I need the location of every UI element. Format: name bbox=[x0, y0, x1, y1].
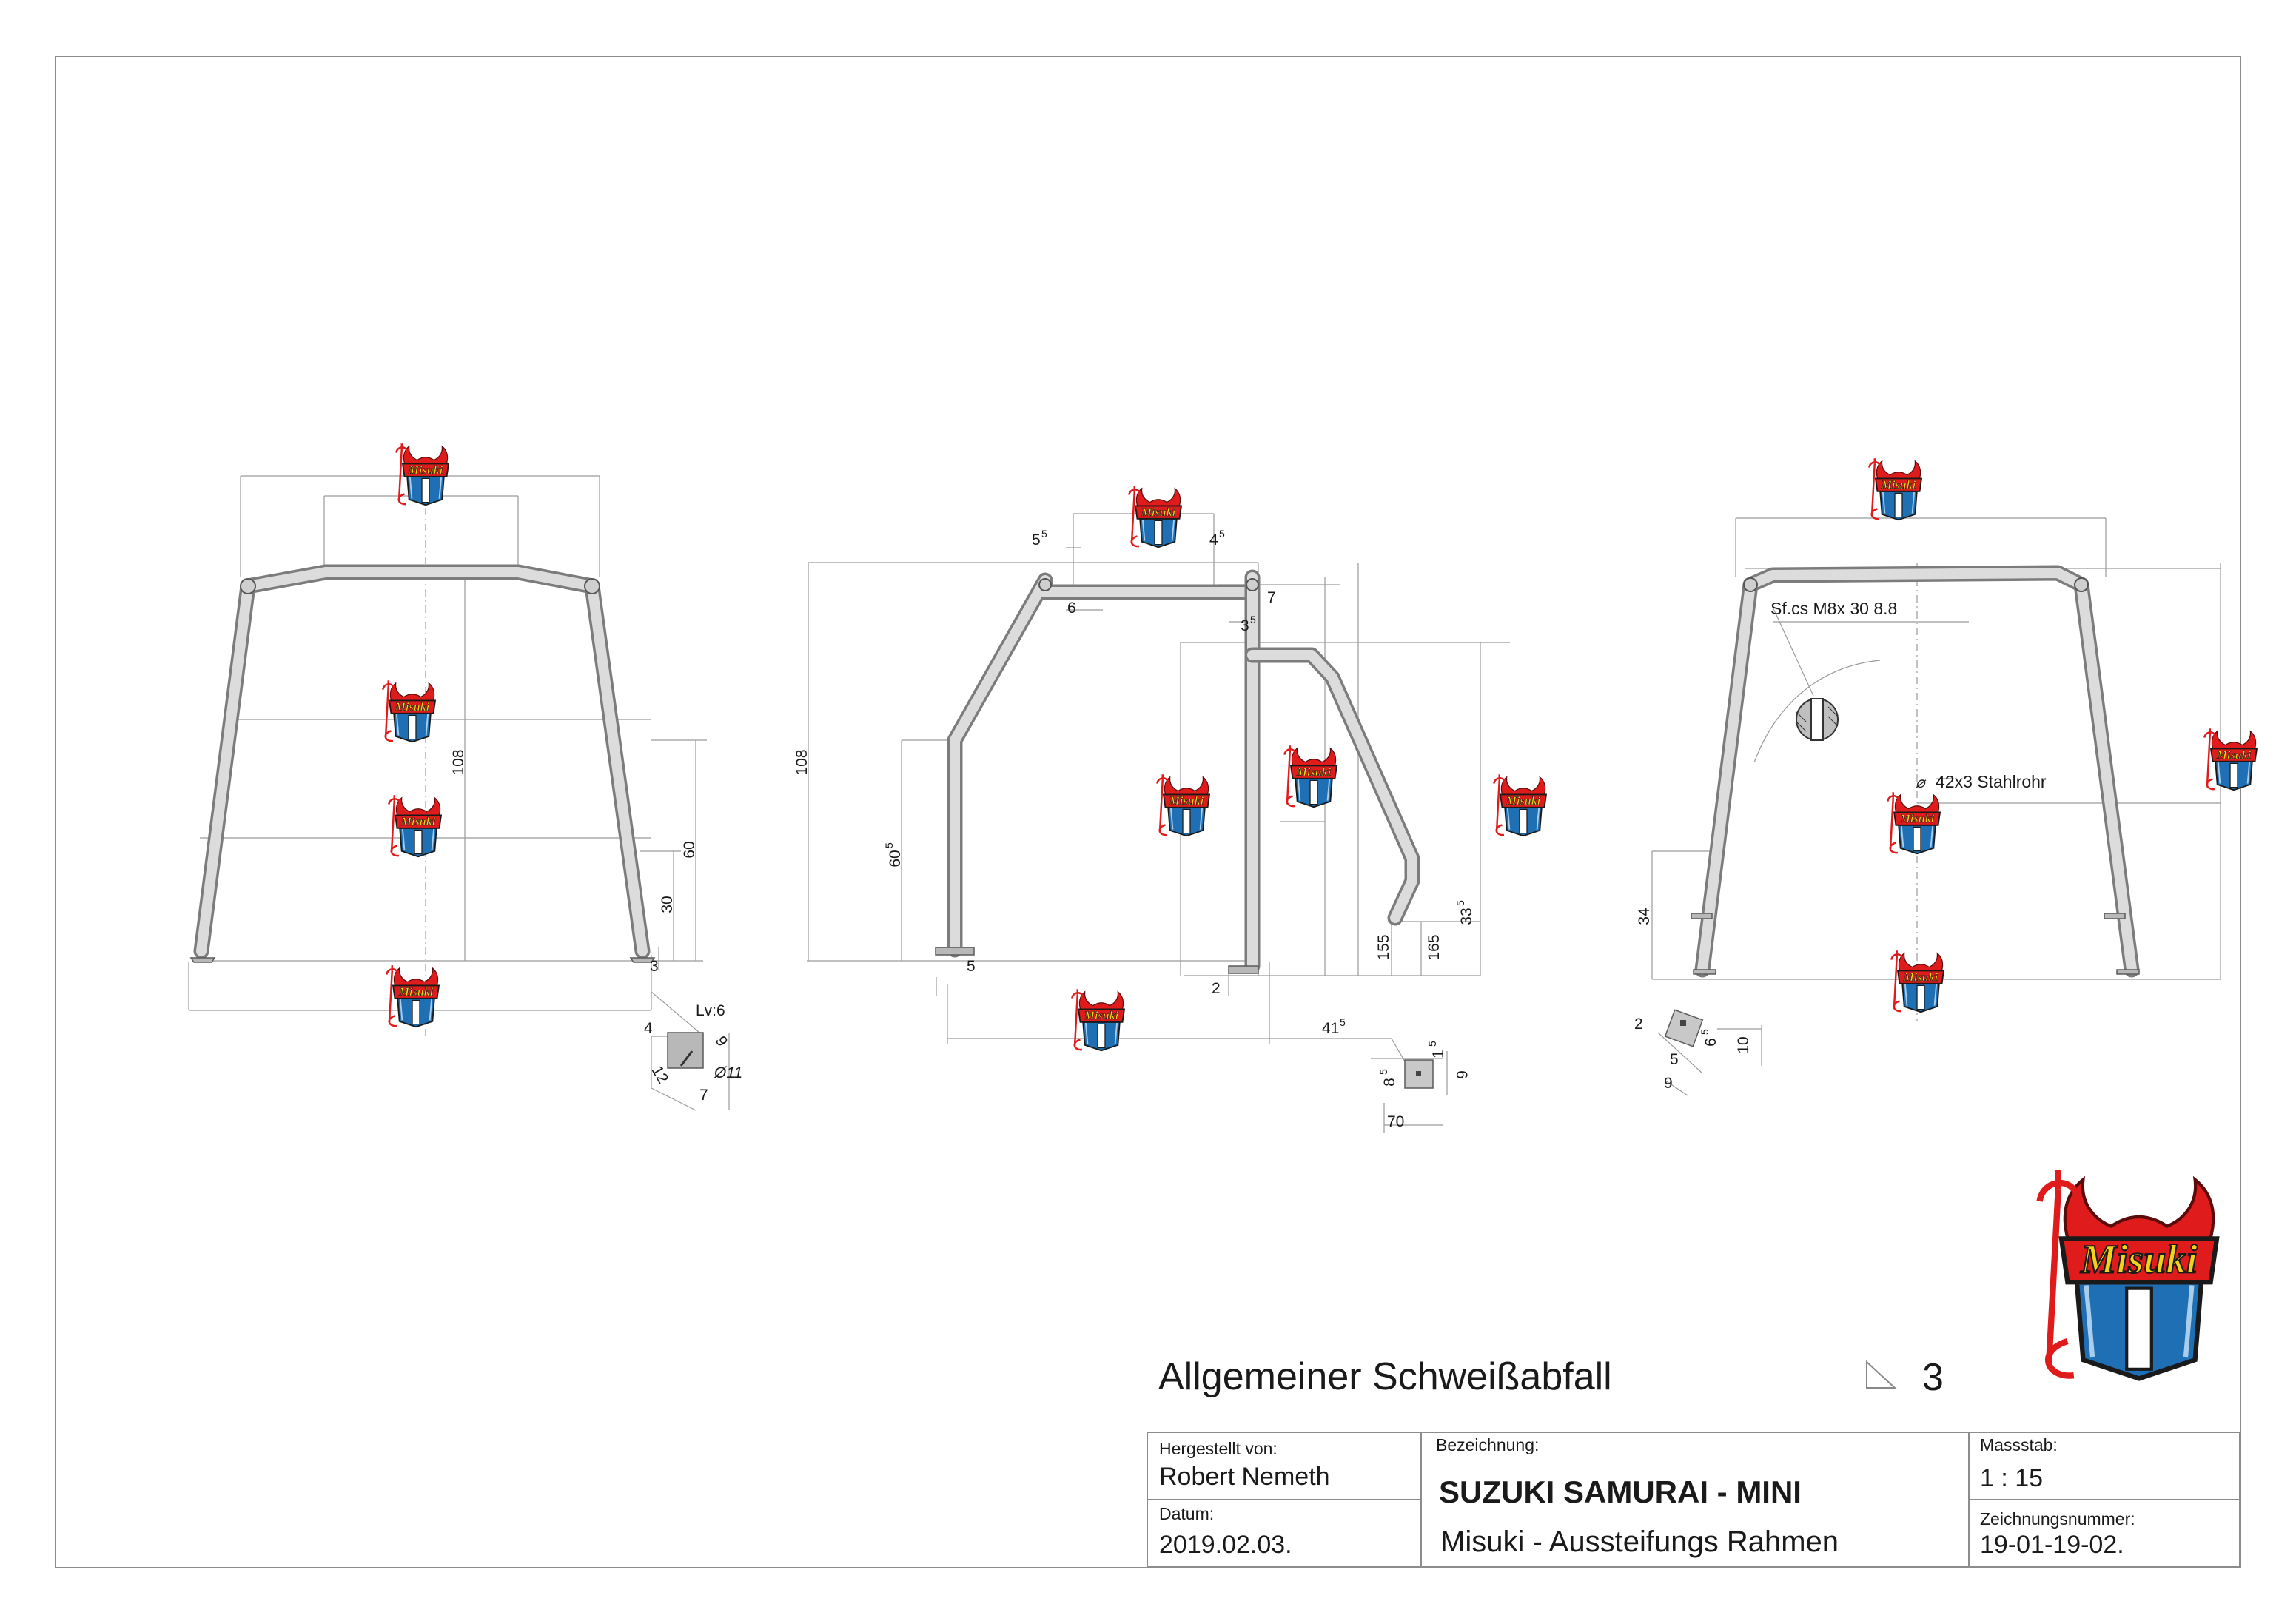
misuki-logo bbox=[2203, 727, 2258, 791]
rear-detail-5: 5 bbox=[1670, 1051, 1679, 1068]
svg-text:33: 33 bbox=[1458, 907, 1475, 925]
rear-detail-plate: 2 5 6 5 10 9 bbox=[1634, 1009, 1762, 1096]
title-block: Hergestellt von: Robert Nemeth Datum: 20… bbox=[1147, 1432, 2240, 1568]
side-dim-5-5: 5 5 bbox=[1032, 528, 1047, 548]
watermark-logos bbox=[382, 442, 2258, 1052]
misuki-logo bbox=[1156, 773, 1211, 837]
misuki-logo bbox=[1128, 484, 1183, 548]
misuki-logo bbox=[1868, 457, 1923, 521]
misuki-logo bbox=[382, 679, 437, 743]
svg-text:5: 5 bbox=[1250, 614, 1256, 625]
svg-text:5: 5 bbox=[1340, 1016, 1346, 1028]
svg-text:6: 6 bbox=[1702, 1038, 1719, 1047]
weld-symbol: 3 bbox=[1866, 1356, 1944, 1399]
dim-3: 3 bbox=[650, 958, 659, 975]
screw-section bbox=[1753, 606, 1881, 763]
made-by-value: Robert Nemeth bbox=[1159, 1463, 1330, 1491]
svg-text:5: 5 bbox=[1699, 1029, 1711, 1035]
misuki-logo bbox=[1493, 773, 1548, 837]
dim-108: 108 bbox=[450, 749, 467, 775]
drawing-number-value: 19-01-19-02. bbox=[1980, 1531, 2124, 1559]
misuki-logo bbox=[1887, 791, 1941, 855]
svg-text:5: 5 bbox=[1426, 1041, 1438, 1047]
made-by-label: Hergestellt von: bbox=[1159, 1439, 1278, 1458]
dim-9: 9 bbox=[712, 1033, 731, 1050]
designation-label: Bezeichnung: bbox=[1436, 1435, 1539, 1454]
svg-text:4: 4 bbox=[1209, 531, 1218, 548]
drawing-title: Allgemeiner Schweißabfall bbox=[1158, 1355, 1612, 1398]
side-dim-41-5: 41 5 bbox=[1322, 1016, 1346, 1037]
side-dim-4-5: 4 5 bbox=[1209, 528, 1225, 548]
designation-sub: Misuki - Aussteifungs Rahmen bbox=[1440, 1526, 1839, 1558]
side-detail-6: 6 bbox=[1453, 1070, 1470, 1079]
dim-diameter-11: Ø11 bbox=[714, 1064, 742, 1081]
svg-text:5: 5 bbox=[1032, 531, 1041, 548]
svg-text:41: 41 bbox=[1322, 1020, 1339, 1037]
svg-text:8: 8 bbox=[1381, 1078, 1398, 1087]
side-dim-3-5: 3 5 bbox=[1241, 614, 1256, 634]
misuki-logo bbox=[1890, 949, 1945, 1013]
side-view: 108 60 5 5 5 4 5 6 7 3 5 5 2 41 5 155 16… bbox=[793, 513, 1510, 1133]
scale-label: Massstab: bbox=[1980, 1435, 2058, 1454]
side-dim-6: 6 bbox=[1067, 600, 1076, 617]
misuki-logo bbox=[386, 964, 440, 1028]
svg-text:3: 3 bbox=[1241, 617, 1249, 634]
rear-detail-9: 9 bbox=[1664, 1075, 1673, 1092]
dim-60: 60 bbox=[681, 841, 698, 858]
side-dim-108: 108 bbox=[793, 749, 810, 775]
side-detail-70: 70 bbox=[1387, 1113, 1404, 1130]
rear-detail-10: 10 bbox=[1735, 1036, 1752, 1053]
rear-detail-2: 2 bbox=[1634, 1016, 1643, 1033]
svg-text:5: 5 bbox=[1219, 528, 1225, 540]
front-view: 108 60 30 3 Lv:6 4 9 12 7 Ø11 bbox=[188, 459, 742, 1111]
rear-dim-34: 34 bbox=[1636, 907, 1653, 925]
svg-text:1: 1 bbox=[1430, 1050, 1447, 1058]
side-dim-155: 155 bbox=[1375, 934, 1392, 960]
misuki-logo bbox=[1283, 744, 1338, 808]
misuki-logo-large bbox=[2040, 1170, 2217, 1378]
side-dim-2: 2 bbox=[1212, 980, 1221, 997]
weld-symbol-value: 3 bbox=[1922, 1356, 1944, 1399]
misuki-logo bbox=[388, 793, 443, 858]
front-detail-plate: Lv:6 4 9 12 7 Ø11 bbox=[644, 991, 742, 1111]
svg-text:60: 60 bbox=[887, 850, 904, 867]
tube-annotation: 42x3 Stahlrohr bbox=[1936, 772, 2047, 791]
side-dim-7: 7 bbox=[1267, 589, 1276, 606]
misuki-logo bbox=[1071, 987, 1126, 1052]
front-lv-label: Lv:6 bbox=[696, 1002, 725, 1019]
dim-7: 7 bbox=[699, 1087, 708, 1104]
drawing-number-label: Zeichnungsnummer: bbox=[1980, 1509, 2135, 1529]
side-dim-5: 5 bbox=[967, 958, 976, 975]
date-label: Datum: bbox=[1159, 1504, 1214, 1523]
date-value: 2019.02.03. bbox=[1159, 1531, 1292, 1559]
dim-30: 30 bbox=[659, 896, 676, 913]
dim-4: 4 bbox=[644, 1020, 653, 1037]
tube-diameter-symbol: ⌀ bbox=[1916, 774, 1927, 791]
side-detail-plate: 1 5 6 8 5 70 bbox=[1371, 1041, 1470, 1133]
screw-annotation: Sf.cs M8x 30 8.8 bbox=[1770, 599, 1897, 618]
svg-text:5: 5 bbox=[1454, 900, 1466, 906]
svg-text:5: 5 bbox=[1041, 528, 1047, 540]
side-dim-33-5: 33 5 bbox=[1454, 900, 1475, 925]
side-dim-165: 165 bbox=[1426, 934, 1443, 960]
designation-main: SUZUKI SAMURAI - MINI bbox=[1439, 1474, 1802, 1509]
svg-text:5: 5 bbox=[1377, 1069, 1389, 1075]
scale-value: 1 : 15 bbox=[1980, 1464, 2043, 1492]
rear-view: Sf.cs M8x 30 8.8 ⌀ 42x3 Stahlrohr 34 2 5… bbox=[1634, 517, 2221, 1096]
svg-text:5: 5 bbox=[883, 842, 895, 848]
side-dim-60-5: 60 5 bbox=[883, 842, 904, 868]
